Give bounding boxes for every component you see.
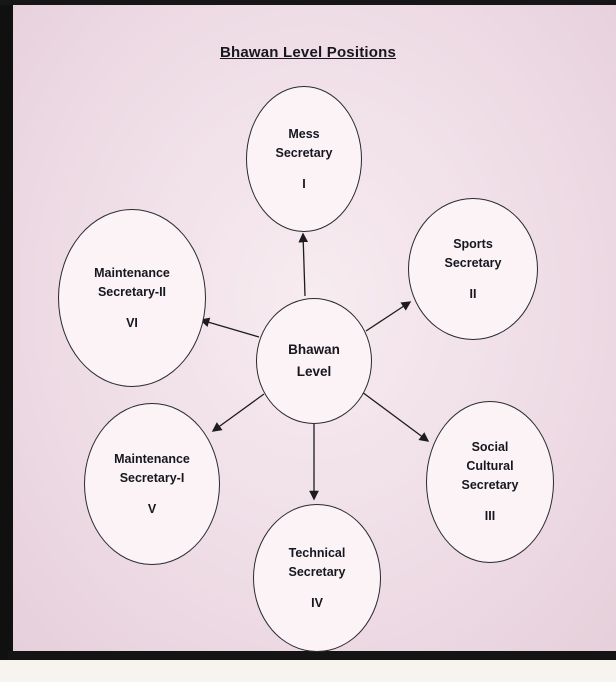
node-label-line: Secretary (275, 145, 333, 160)
scan-strip-bottom (0, 660, 616, 682)
node-label-line: Level (296, 364, 332, 379)
node-maintenance-secretary-2: Maintenance Secretary-II VI (58, 209, 206, 387)
node-label-line: Secretary-II (97, 284, 167, 299)
node-technical-secretary: Technical Secretary IV (253, 504, 381, 652)
node-numeral: VI (126, 315, 138, 330)
node-numeral: IV (311, 595, 323, 610)
node-label-line: Bhawan (288, 342, 340, 357)
node-label-line: Secretary (288, 564, 346, 579)
node-label-line: Technical (288, 545, 346, 560)
node-label-line: Mess (288, 126, 320, 141)
node-numeral: III (484, 509, 496, 523)
node-mess-secretary: Mess Secretary I (246, 86, 362, 232)
node-label-line: Secretary (461, 478, 519, 492)
node-numeral: I (302, 176, 306, 191)
node-label-line: Secretary (444, 255, 502, 270)
node-social-cultural-secretary: Social Cultural Secretary III (426, 401, 554, 563)
node-label-line: Maintenance (94, 265, 170, 280)
scan-border-top (0, 0, 616, 5)
node-label-line: Maintenance (114, 451, 190, 466)
node-label-line: Social (471, 440, 509, 454)
scan-border-bottom (8, 651, 616, 660)
node-sports-secretary: Sports Secretary II (408, 198, 538, 340)
node-label-line: Cultural (466, 459, 514, 473)
node-bhawan-level: Bhawan Level (256, 298, 372, 424)
scan-border-left (0, 0, 13, 660)
node-numeral: II (469, 286, 477, 301)
diagram-title: Bhawan Level Positions (219, 44, 397, 61)
node-label-line: Secretary-I (119, 470, 185, 485)
node-numeral: V (147, 501, 157, 516)
node-maintenance-secretary-1: Maintenance Secretary-I V (84, 403, 220, 565)
node-label-line: Sports (453, 236, 493, 251)
